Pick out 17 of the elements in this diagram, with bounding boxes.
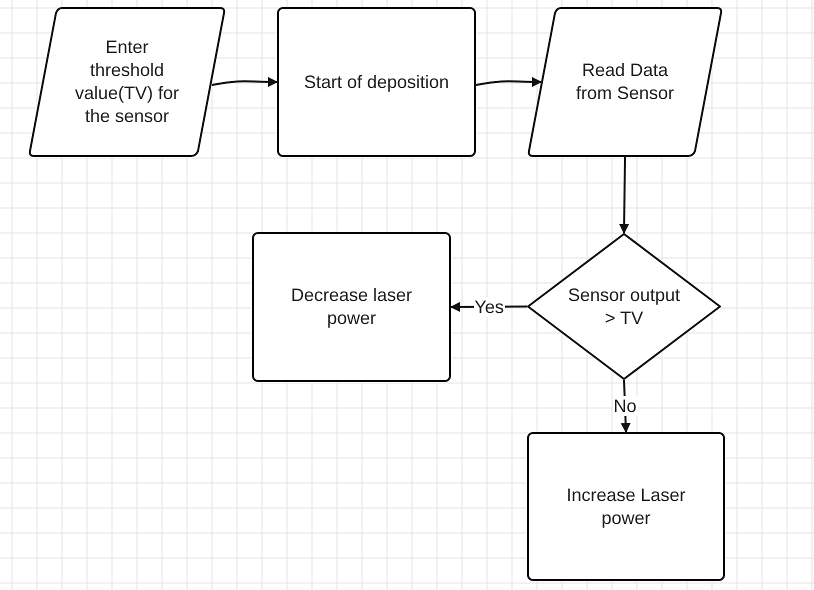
arrow [619, 156, 630, 234]
decision-diamond [527, 233, 721, 380]
process-box [252, 232, 451, 382]
arrow [476, 76, 542, 87]
arrow [212, 76, 278, 87]
node-label: Read Data from Sensor [574, 59, 676, 105]
node-label: Enter threshold value(TV) for the sensor [74, 36, 180, 128]
edge-label: Yes [474, 296, 505, 317]
input-parallelogram [527, 7, 723, 157]
node-label: Start of deposition [304, 70, 450, 94]
input-parallelogram [28, 7, 226, 157]
node-label: Decrease laser power [290, 284, 414, 330]
process-box [527, 432, 725, 581]
node-label: Sensor output > TV [567, 284, 681, 330]
node-label: Increase Laser power [565, 484, 687, 530]
process-box [277, 7, 476, 157]
edge-label: No [612, 396, 638, 416]
